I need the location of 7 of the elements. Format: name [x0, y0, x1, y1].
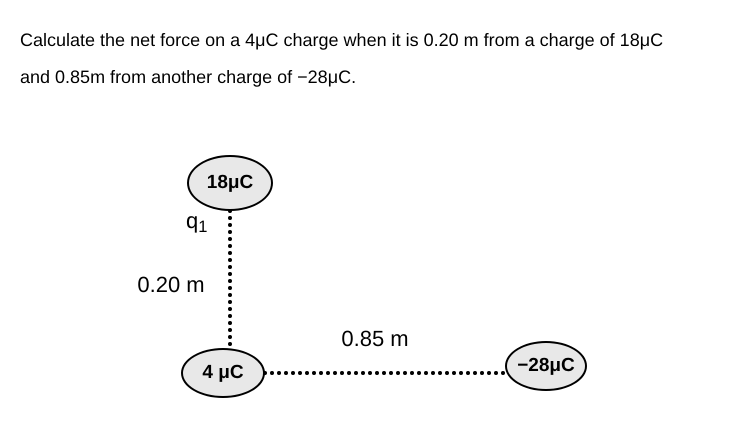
- distance-label: 0.20 m: [136, 271, 206, 299]
- distance-label: 0.85 m: [340, 325, 410, 353]
- charge-value: 4 μC: [202, 360, 244, 385]
- charge-value: 18μC: [206, 170, 254, 195]
- charge-label: q$_{1}$: [186, 207, 208, 235]
- problem-text: Calculate the net force on a 4μC charge when it is 0.20 m from a charge of 18μC and 0.85m from another charge of −28μC.: [20, 29, 664, 89]
- charge-value: −28μC: [517, 354, 575, 378]
